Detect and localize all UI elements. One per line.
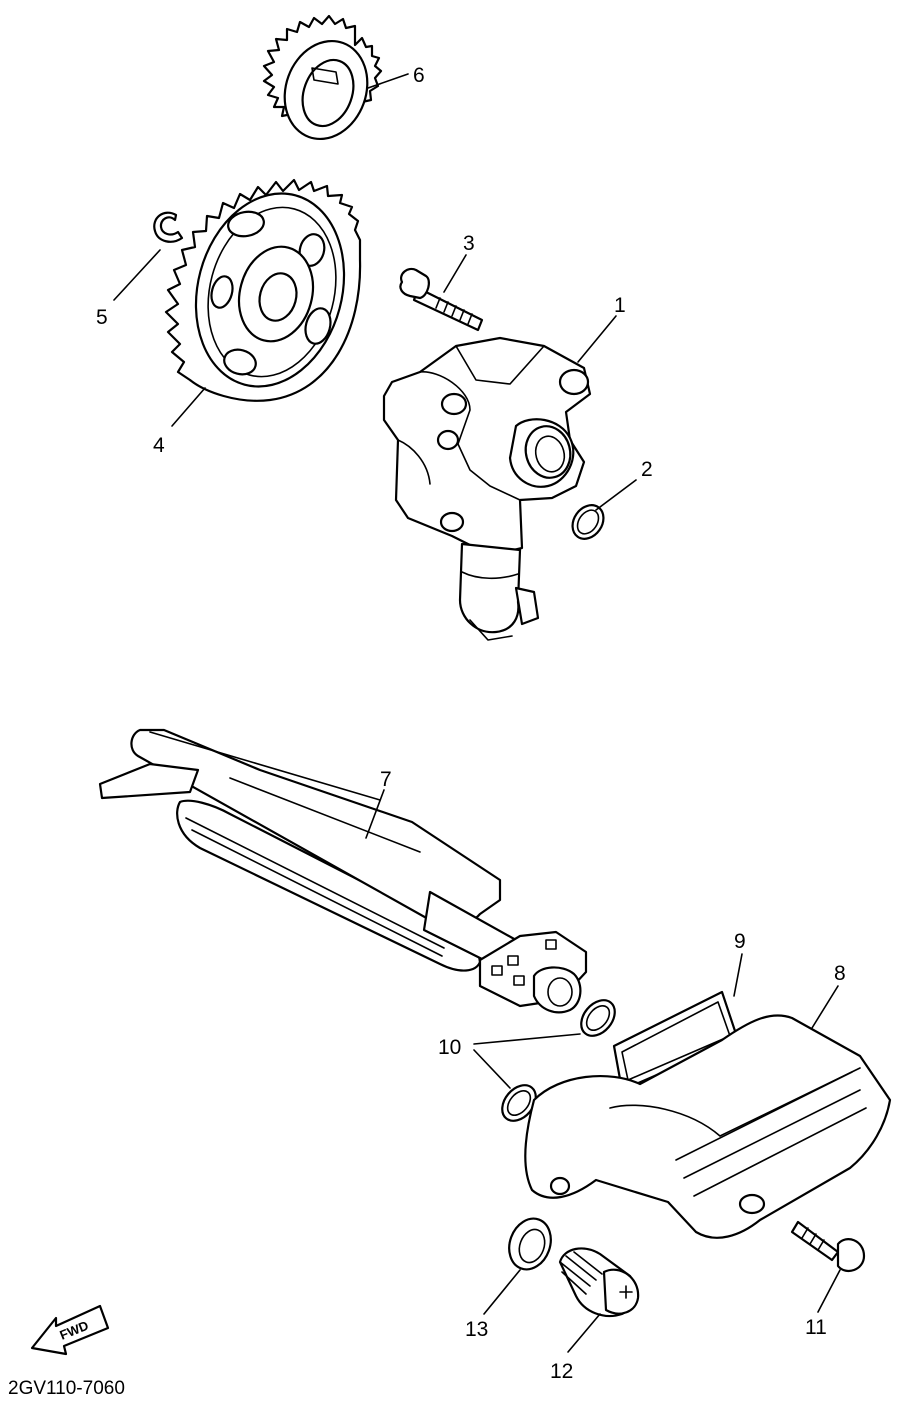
callout-5: 5	[96, 306, 108, 329]
leader-10a	[473, 1033, 581, 1045]
part-5-circlip	[153, 211, 184, 243]
callout-13: 13	[465, 1318, 488, 1341]
part-8-cover	[524, 1014, 892, 1239]
part-6-drive-gear	[262, 14, 383, 141]
part-11-screw	[790, 1220, 866, 1273]
leader-7	[365, 789, 385, 839]
fwd-arrow: FWD	[30, 1304, 110, 1356]
leader-3	[443, 254, 467, 293]
part-7-oil-strainer	[98, 728, 588, 1014]
callout-7: 7	[380, 768, 392, 791]
callout-numbers: 1 2 3 4 5 6 7 8 9 10 11 12 13	[96, 64, 846, 1383]
part-1-oil-pump	[382, 336, 592, 641]
callout-6: 6	[413, 64, 425, 87]
part-4-large-gear	[164, 178, 362, 402]
callout-1: 1	[614, 294, 626, 317]
leader-10b	[473, 1049, 511, 1089]
callout-8: 8	[834, 962, 846, 985]
leader-9	[733, 953, 743, 997]
leader-5	[113, 249, 161, 301]
leader-lines	[113, 73, 841, 1353]
callout-11: 11	[805, 1316, 827, 1339]
part-3-bolt	[399, 267, 484, 332]
part-12-drain-plug	[558, 1247, 640, 1318]
part-13-washer	[508, 1217, 552, 1271]
callout-4: 4	[153, 434, 165, 457]
leader-4	[171, 387, 206, 427]
diagram-code: 2GV110-7060	[8, 1378, 125, 1399]
leader-11	[817, 1269, 841, 1313]
leader-12	[567, 1313, 601, 1353]
callout-3: 3	[463, 232, 475, 255]
part-10-o-rings	[501, 999, 616, 1122]
callout-10: 10	[438, 1036, 461, 1059]
leader-1	[577, 315, 617, 363]
leader-8	[811, 985, 839, 1029]
callout-9: 9	[734, 930, 746, 953]
fwd-arrow-icon	[30, 1304, 110, 1356]
leader-6	[367, 73, 409, 89]
callout-2: 2	[641, 458, 653, 481]
leader-13	[483, 1269, 521, 1315]
leader-2	[595, 479, 637, 511]
part-2-o-ring	[571, 504, 605, 540]
callout-12: 12	[550, 1360, 573, 1383]
